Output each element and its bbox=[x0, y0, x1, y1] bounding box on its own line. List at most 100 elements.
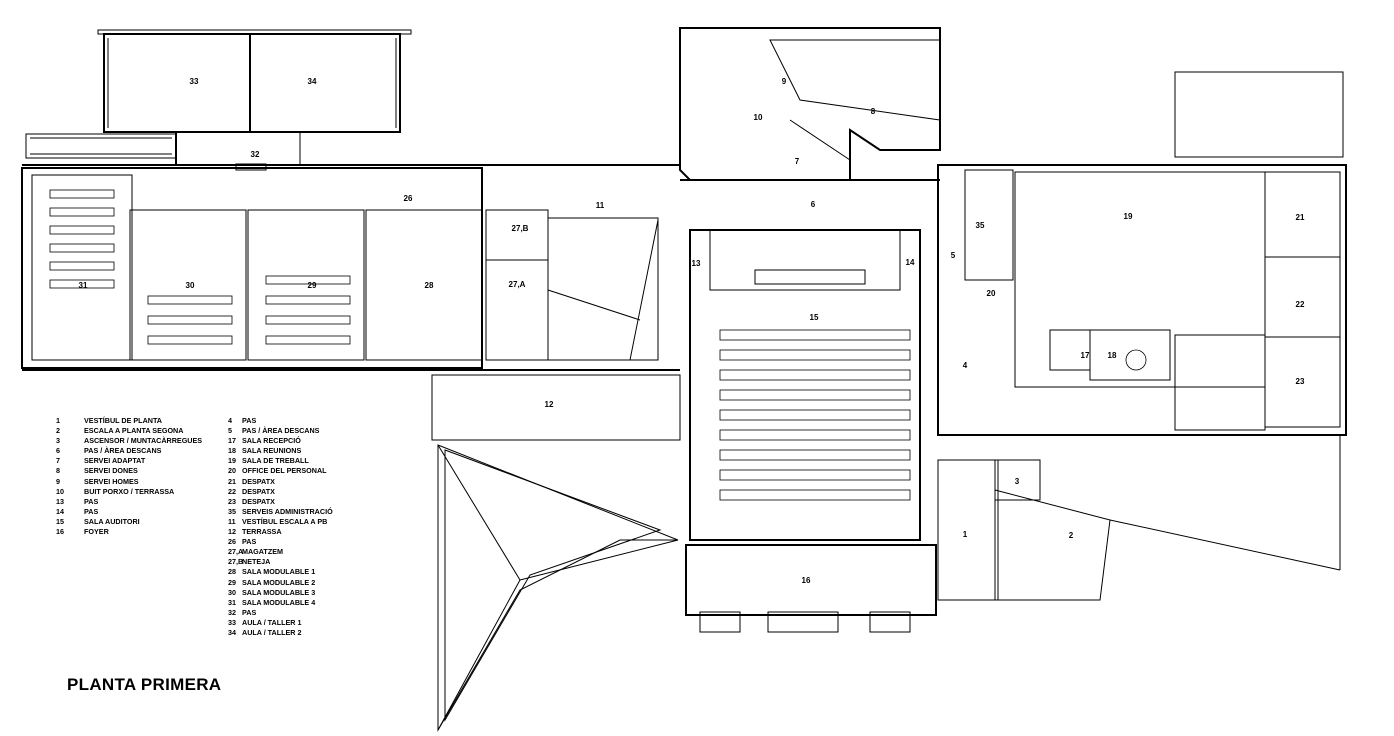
legend-name: SALA REUNIONS bbox=[242, 446, 302, 456]
room-label: 35 bbox=[976, 221, 985, 230]
legend-num: 23 bbox=[228, 496, 236, 506]
room-label: 22 bbox=[1296, 300, 1305, 309]
legend-name: PAS / ÀREA DESCANS bbox=[242, 426, 320, 436]
legend-num: 17 bbox=[228, 436, 236, 446]
legend-num: 2 bbox=[56, 426, 60, 436]
plan-title: PLANTA PRIMERA bbox=[67, 675, 222, 694]
legend-num: 15 bbox=[56, 516, 64, 526]
legend-item: 9 SERVEI HOMES bbox=[56, 477, 202, 487]
room-label: 15 bbox=[810, 313, 819, 322]
legend-item: 5 PAS / ÀREA DESCANS bbox=[228, 426, 333, 436]
legend-num: 20 bbox=[228, 466, 236, 476]
room-label: 11 bbox=[596, 201, 605, 210]
legend-name: PAS bbox=[242, 607, 257, 617]
legend-num: 1 bbox=[56, 416, 60, 425]
room-label: 1 bbox=[963, 530, 968, 539]
aula-block bbox=[97, 29, 412, 133]
services-block bbox=[679, 27, 941, 181]
legend-num: 13 bbox=[56, 496, 64, 506]
legend-num: 6 bbox=[56, 446, 60, 456]
legend-name: SALA MODULABLE 1 bbox=[242, 567, 316, 577]
legend-num: 35 bbox=[228, 506, 236, 516]
room-label: 30 bbox=[186, 281, 195, 290]
terrace bbox=[431, 374, 681, 441]
room-label: 32 bbox=[251, 150, 260, 159]
room-label: 28 bbox=[425, 281, 434, 290]
legend-num: 11 bbox=[228, 516, 236, 526]
legend-item: 8 SERVEI DONES bbox=[56, 466, 202, 476]
legend-num: 5 bbox=[228, 426, 232, 436]
legend-name: OFFICE DEL PERSONAL bbox=[242, 466, 327, 476]
room-label: 18 bbox=[1108, 351, 1117, 360]
legend-name: PAS bbox=[242, 416, 257, 425]
foyer bbox=[685, 544, 937, 633]
legend-num: 14 bbox=[56, 506, 64, 516]
legend-num: 9 bbox=[56, 476, 60, 486]
room-label: 14 bbox=[906, 258, 915, 267]
legend-name: PAS bbox=[242, 537, 257, 547]
room-label: 3 bbox=[1015, 477, 1020, 486]
legend-item: 35 SERVEIS ADMINISTRACIÓ bbox=[228, 507, 333, 517]
legend-name: ASCENSOR / MUNTACÀRREGUES bbox=[84, 436, 203, 446]
legend-num: 7 bbox=[56, 456, 60, 466]
legend-num: 8 bbox=[56, 466, 60, 476]
auditorium bbox=[689, 229, 921, 541]
legend-num: 21 bbox=[228, 476, 236, 486]
legend-num: 31 bbox=[228, 597, 236, 607]
legend-name: SALA MODULABLE 2 bbox=[242, 577, 316, 587]
legend-name: SERVEI DONES bbox=[84, 466, 138, 476]
legend-item: 32 PAS bbox=[228, 608, 333, 618]
modular-rooms bbox=[21, 167, 680, 371]
legend-name: FOYER bbox=[84, 527, 109, 537]
storage-and-stairs bbox=[485, 209, 659, 361]
roof-outline bbox=[437, 444, 679, 732]
room-label: 17 bbox=[1081, 351, 1090, 360]
legend-name: SERVEI HOMES bbox=[84, 476, 139, 486]
office-wing bbox=[937, 71, 1347, 436]
legend-name: TERRASSA bbox=[242, 527, 282, 537]
room-label: 4 bbox=[963, 361, 968, 370]
room-label: 34 bbox=[308, 77, 317, 86]
room-label: 23 bbox=[1296, 377, 1305, 386]
left-stair bbox=[25, 133, 177, 159]
room-label: 12 bbox=[545, 400, 554, 409]
legend-name: AULA / TALLER 1 bbox=[242, 617, 302, 627]
room-label: 5 bbox=[951, 251, 956, 260]
legend-name: SERVEIS ADMINISTRACIÓ bbox=[242, 506, 333, 516]
legend-num: 32 bbox=[228, 607, 236, 617]
room-label: 19 bbox=[1124, 212, 1133, 221]
legend-name: PAS bbox=[84, 496, 99, 506]
room-label: 6 bbox=[811, 200, 816, 209]
room-label: 7 bbox=[795, 157, 800, 166]
legend-num: 22 bbox=[228, 486, 236, 496]
legend-name: NETEJA bbox=[242, 557, 271, 567]
room-label: 20 bbox=[987, 289, 996, 298]
room-label: 27,A bbox=[509, 280, 526, 289]
legend-name: SALA MODULABLE 3 bbox=[242, 587, 316, 597]
room-label: 27,B bbox=[512, 224, 529, 233]
room-labels: 1 2 3 4 5 6 7 8 9 10 11 12 13 14 15 16 1… bbox=[79, 77, 1305, 585]
